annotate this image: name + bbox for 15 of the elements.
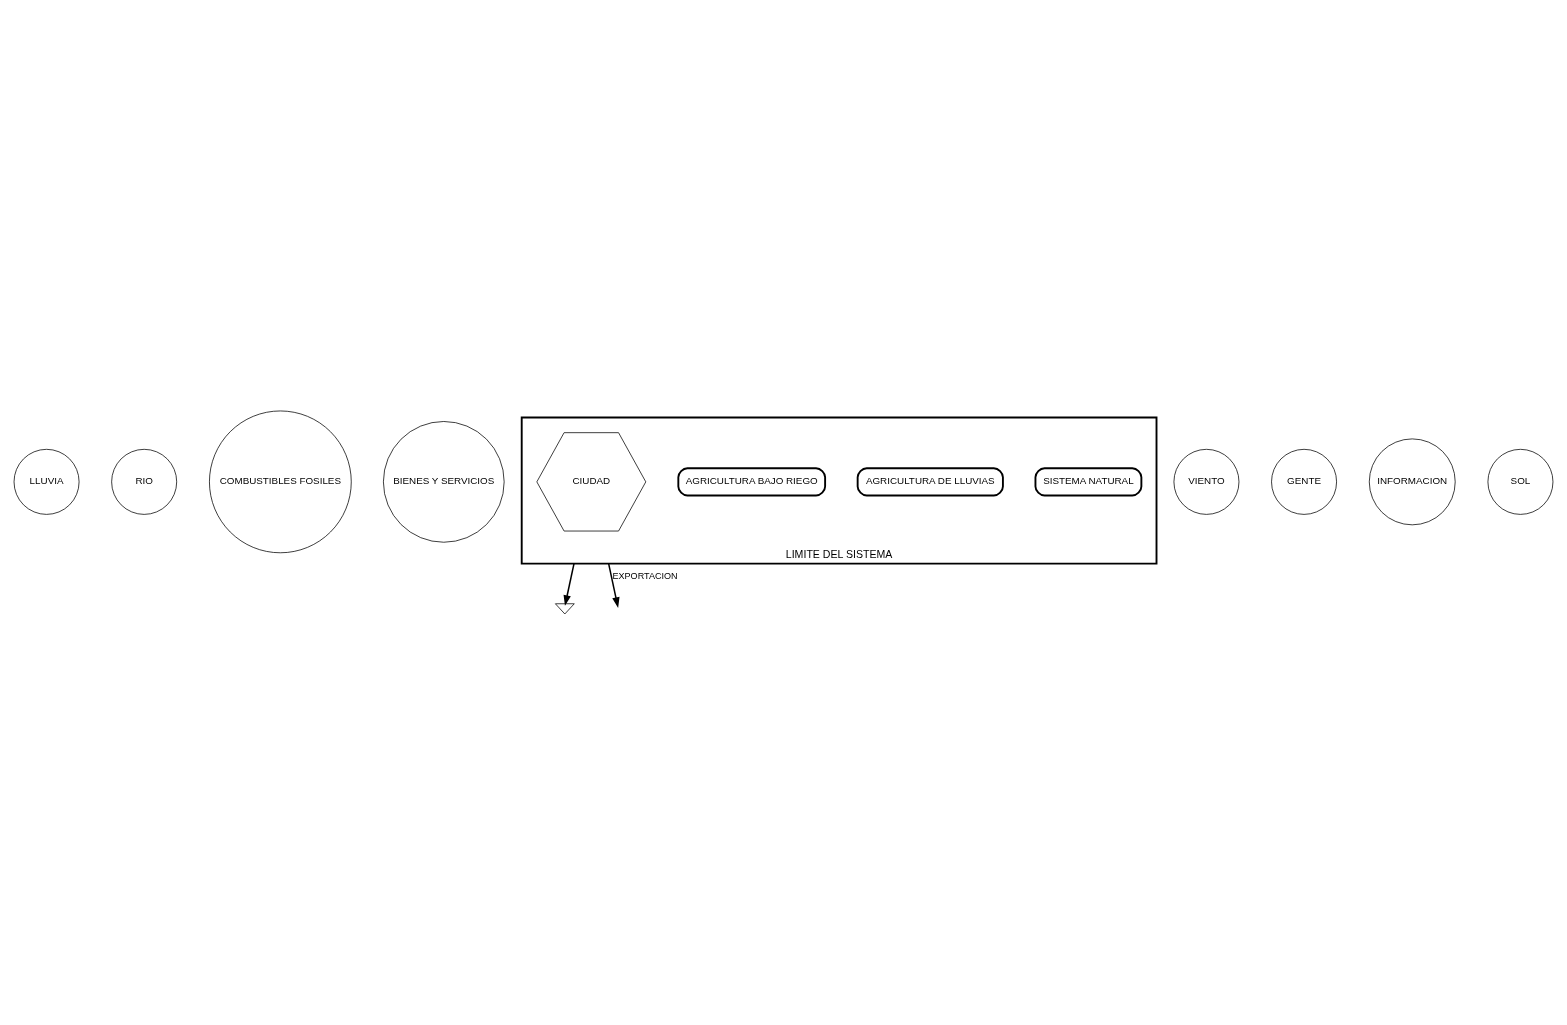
edge-label: EXPORTACION (612, 570, 678, 581)
arrow (563, 562, 575, 606)
node-circle: GENTE (1271, 448, 1337, 515)
node-box: AGRICULTURA BAJO RIEGO (677, 467, 827, 497)
node-box: AGRICULTURA DE LLUVIAS (856, 467, 1004, 497)
node-circle: LLUVIA (13, 448, 80, 515)
arrow (607, 562, 620, 608)
node-circle: COMBUSTIBLES FOSILES (209, 410, 352, 554)
node-circle: VIENTO (1173, 448, 1240, 515)
node-circle: BIENES Y SERVICIOS (383, 421, 505, 543)
node-ground (555, 603, 575, 615)
node-circle: INFORMACION (1368, 438, 1456, 526)
node-circle: RIO (111, 448, 178, 515)
node-box: SISTEMA NATURAL (1034, 467, 1143, 497)
node-circle: SOL (1487, 448, 1554, 515)
